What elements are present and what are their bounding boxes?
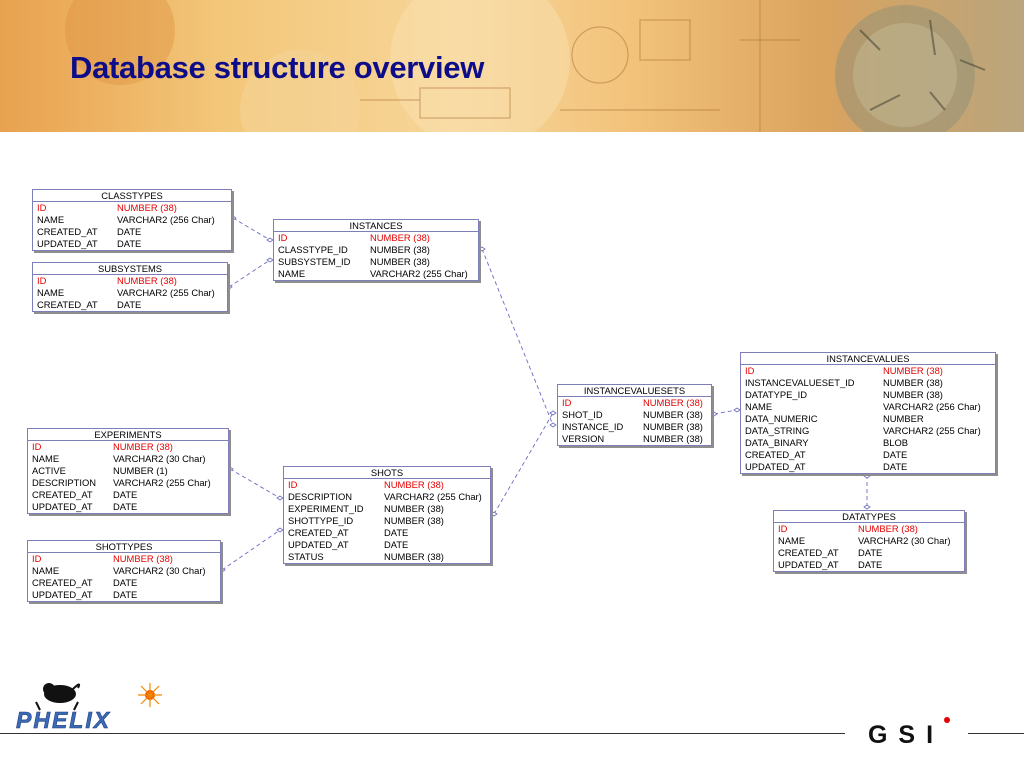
relationship-start-diamond [549, 422, 557, 428]
entity-header: CLASSTYPES [33, 190, 231, 202]
entity-header: DATATYPES [774, 511, 964, 523]
entity-header: SHOTS [284, 467, 490, 479]
entity-header: INSTANCEVALUESETS [558, 385, 711, 397]
gsi-logo-mark: GSI [855, 717, 957, 749]
phelix-logo: PHELIX [14, 680, 190, 733]
footer-rule-left [0, 733, 845, 734]
relationship-line-classtypes-instances [232, 217, 271, 241]
phelix-logo-mark: PHELIX [16, 683, 162, 733]
relationship-end-diamond [863, 504, 871, 510]
relationship-line-experiments-shots [229, 468, 281, 499]
relationship-end-diamond [478, 246, 486, 252]
relationship-start-diamond [549, 410, 557, 416]
banner-artwork [65, 0, 986, 132]
relationship-line-instancevaluesets-instancevalues [713, 409, 738, 415]
gsi-logo: GSI [852, 716, 964, 750]
relationship-start-diamond [863, 473, 871, 479]
gsi-logo-text: GSI [868, 721, 944, 749]
relationship-end-diamond [710, 411, 718, 417]
relationship-line-subsystems-instances [228, 259, 271, 288]
phelix-logo-text: PHELIX [16, 707, 111, 732]
entity-header: SUBSYSTEMS [33, 263, 227, 275]
relationship-line-shots-instancevaluesets [493, 412, 554, 515]
entity-header: SHOTTYPES [28, 541, 220, 553]
header-banner [0, 0, 1024, 132]
relationship-line-instances-instancevaluesets [481, 248, 554, 426]
relationship-line-shottypes-shots [221, 529, 281, 571]
relationship-end-diamond [490, 511, 498, 517]
footer-rule-right [968, 733, 1024, 734]
entity-header: INSTANCES [274, 220, 478, 232]
entity-header: INSTANCEVALUES [741, 353, 995, 365]
entity-header: EXPERIMENTS [28, 429, 228, 441]
slide-title: Database structure overview [70, 50, 485, 85]
